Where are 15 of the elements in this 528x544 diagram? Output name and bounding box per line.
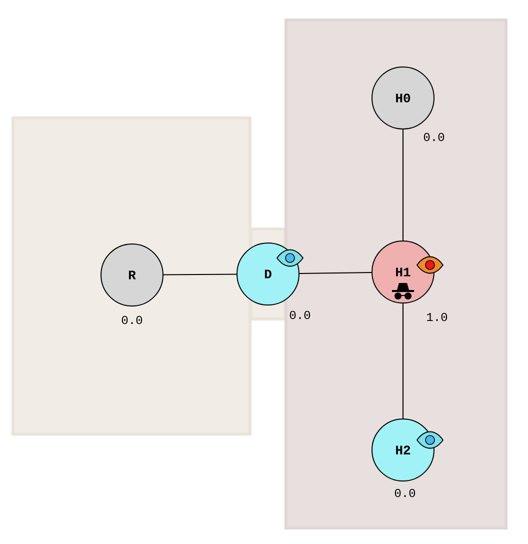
value-label: 0.0 bbox=[394, 488, 416, 498]
circle-node: D bbox=[236, 242, 300, 306]
connector-line bbox=[402, 129, 404, 241]
circle-node: H0 bbox=[372, 66, 434, 130]
region-panel bbox=[284, 18, 508, 530]
value-label: 0.0 bbox=[290, 310, 310, 320]
circle-node: R bbox=[100, 244, 164, 306]
connector-line bbox=[299, 272, 372, 274]
value-label: 1.0 bbox=[427, 312, 448, 322]
connector-line bbox=[402, 303, 404, 419]
value-label: 0.0 bbox=[122, 316, 142, 324]
circle-node: H2 bbox=[372, 418, 434, 482]
connector-line bbox=[163, 274, 237, 276]
value-label: 0.0 bbox=[424, 132, 444, 142]
region-panel bbox=[12, 116, 286, 436]
